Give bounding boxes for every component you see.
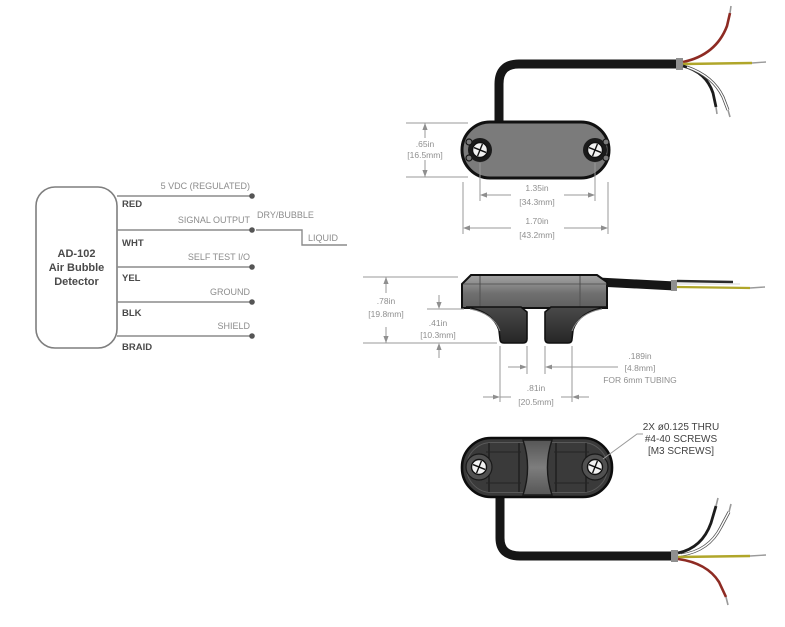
pigtail-black-tip bbox=[715, 497, 719, 507]
detector-title-line3: Detector bbox=[54, 276, 99, 288]
leg-highlight bbox=[469, 308, 501, 332]
pigtail-red-tip bbox=[729, 5, 732, 14]
signal-label-selftest: SELF TEST I/O bbox=[188, 252, 250, 262]
sensor-body-top-view bbox=[460, 120, 611, 180]
wire-terminal-dot bbox=[249, 264, 255, 270]
cable-side-view bbox=[597, 277, 676, 291]
bottom-view: 2X ø0.125 THRU #4-40 SCREWS [M3 SCREWS] bbox=[460, 422, 767, 606]
side-yellow-tip bbox=[749, 286, 766, 289]
detail-hole bbox=[602, 138, 610, 146]
dim-side-height-in: .78in bbox=[377, 296, 396, 306]
dim-side-leg-in: .41in bbox=[429, 318, 448, 328]
top-view: .65in [16.5mm] 1.35in [34.3mm] 1.70in [4… bbox=[406, 5, 767, 240]
signal-label-ground: GROUND bbox=[210, 287, 250, 297]
dim-side-leg-height: .41in [10.3mm] bbox=[420, 295, 464, 358]
dim-side-span-in: .81in bbox=[527, 383, 546, 393]
detector-title-line1: AD-102 bbox=[58, 248, 96, 260]
signal-label-shield: SHIELD bbox=[217, 321, 250, 331]
dim-top-width: 1.70in [43.2mm] bbox=[462, 182, 609, 240]
tubing-channel bbox=[522, 439, 553, 496]
dim-top-width-mm: [43.2mm] bbox=[519, 230, 554, 240]
wire-row-braid: SHIELD BRAID bbox=[117, 321, 255, 353]
screw-cross-left-icon bbox=[473, 143, 487, 157]
cable-top-view bbox=[494, 59, 681, 128]
wiring-diagram: AD-102 Air Bubble Detector 5 VDC (REGULA… bbox=[35, 181, 347, 353]
wire-color-label-red: RED bbox=[122, 199, 142, 210]
dim-side-gap-in: .189in bbox=[628, 351, 651, 361]
dim-side-height-mm: [19.8mm] bbox=[368, 309, 403, 319]
dim-side-leg-mm: [10.3mm] bbox=[420, 330, 455, 340]
screw-cross-right-icon bbox=[588, 143, 602, 157]
pigtail-white-wire bbox=[680, 511, 730, 556]
side-view: .78in [19.8mm] .41in [10.3mm] .189in [4.… bbox=[363, 274, 766, 407]
pigtail-black-tip bbox=[715, 106, 718, 115]
signal-label-5vdc: 5 VDC (REGULATED) bbox=[161, 181, 250, 191]
dim-top-height: .65in [16.5mm] bbox=[406, 122, 468, 178]
pigtail-yellow-wire bbox=[682, 61, 753, 66]
wire-terminal-dot bbox=[249, 227, 255, 233]
pigtail-white-wire-outline bbox=[686, 65, 730, 111]
dim-side-height: .78in [19.8mm] bbox=[363, 276, 497, 344]
wire-row-red: 5 VDC (REGULATED) RED bbox=[117, 181, 255, 210]
dim-top-hole-spacing: 1.35in [34.3mm] bbox=[479, 163, 596, 207]
wire-color-label-blk: BLK bbox=[122, 308, 142, 319]
wire-terminal-dot bbox=[249, 193, 255, 199]
dim-top-height-mm: [16.5mm] bbox=[407, 150, 442, 160]
dim-side-span-mm: [20.5mm] bbox=[518, 397, 553, 407]
waveform-low-label: LIQUID bbox=[308, 233, 339, 243]
pigtail-red-tip bbox=[725, 596, 729, 606]
screw-cross-right-icon bbox=[588, 460, 602, 474]
cable-end-band bbox=[671, 280, 677, 291]
sensor-body-side-view bbox=[461, 274, 608, 309]
output-waveform: DRY/BUBBLE LIQUID bbox=[256, 210, 347, 246]
dim-top-height-in: .65in bbox=[416, 139, 435, 149]
dim-top-holes-in: 1.35in bbox=[525, 183, 548, 193]
screw-note-line1: 2X ø0.125 THRU bbox=[643, 422, 720, 433]
waveform-step-line bbox=[256, 229, 347, 246]
screw-cross-left-icon bbox=[472, 460, 486, 474]
side-black-wire bbox=[676, 279, 734, 284]
pigtail-red-wire bbox=[682, 12, 732, 64]
side-yellow-wire bbox=[676, 285, 751, 290]
pigtail-yellow-wire bbox=[677, 554, 751, 559]
dim-top-holes-mm: [34.3mm] bbox=[519, 197, 554, 207]
cable-end-band bbox=[676, 58, 683, 70]
detail-hole bbox=[465, 154, 473, 162]
waveform-high-label: DRY/BUBBLE bbox=[257, 210, 314, 220]
detail-hole bbox=[602, 154, 610, 162]
dim-side-leg-span: .81in [20.5mm] bbox=[483, 346, 589, 407]
callout-leader-line bbox=[602, 433, 643, 460]
pigtail-red-wire bbox=[677, 557, 728, 598]
wire-row-wht: SIGNAL OUTPUT WHT bbox=[117, 215, 255, 249]
wire-terminal-dot bbox=[249, 299, 255, 305]
detail-hole bbox=[465, 138, 473, 146]
wire-color-label-braid: BRAID bbox=[122, 342, 152, 353]
pigtail-black-wire bbox=[677, 505, 718, 555]
signal-label-output: SIGNAL OUTPUT bbox=[178, 215, 251, 225]
pigtail-yellow-tip bbox=[749, 554, 767, 557]
detector-title-line2: Air Bubble bbox=[49, 262, 105, 274]
pigtail-white-tip bbox=[728, 503, 732, 513]
wire-row-yel: SELF TEST I/O YEL bbox=[117, 252, 255, 284]
cable-bottom-view bbox=[495, 494, 678, 561]
dim-top-width-in: 1.70in bbox=[525, 216, 548, 226]
cable-end-band bbox=[671, 550, 678, 562]
screw-note-line2: #4-40 SCREWS bbox=[645, 434, 718, 445]
wire-terminal-dot bbox=[249, 333, 255, 339]
dim-side-gap-note: FOR 6mm TUBING bbox=[603, 375, 677, 385]
pigtail-white-wire bbox=[686, 66, 729, 111]
wire-row-blk: GROUND BLK bbox=[117, 287, 255, 319]
screw-note-line3: [M3 SCREWS] bbox=[648, 446, 714, 457]
dim-side-gap: .189in [4.8mm] FOR 6mm TUBING bbox=[508, 346, 677, 385]
leg-highlight bbox=[571, 308, 603, 332]
dim-side-gap-mm: [4.8mm] bbox=[625, 363, 656, 373]
pigtail-white-tip bbox=[727, 109, 731, 118]
wire-color-label-yel: YEL bbox=[122, 273, 141, 284]
screw-callout: 2X ø0.125 THRU #4-40 SCREWS [M3 SCREWS] bbox=[602, 422, 720, 460]
pigtail-yellow-tip bbox=[751, 61, 767, 64]
wire-color-label-wht: WHT bbox=[122, 238, 144, 249]
